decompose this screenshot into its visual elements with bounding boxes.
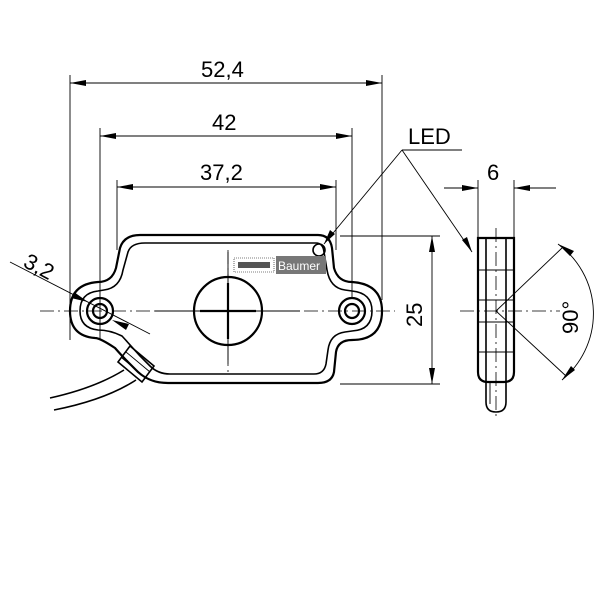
body-width-label: 37,2: [200, 160, 243, 185]
right-mounting-hole: [343, 302, 361, 320]
dimension-angle: 90°: [495, 243, 594, 381]
height-label: 25: [402, 303, 427, 327]
cable: [49, 369, 125, 399]
lens-target: [155, 252, 300, 364]
dimension-overall-width: 52,4: [70, 57, 382, 86]
side-body-outline: [476, 236, 516, 384]
brand-logo-text: Baumer: [278, 259, 320, 273]
sensor-body-outline: [68, 233, 384, 385]
angle-label: 90°: [558, 301, 583, 334]
cable-gland: [116, 344, 156, 384]
front-view: Baumer 52,4 42: [9, 57, 440, 411]
dimension-thickness: 6: [444, 160, 556, 238]
thickness-label: 6: [487, 160, 499, 185]
hole-spacing-label: 42: [212, 110, 236, 135]
hole-diameter-label: 3,2: [20, 248, 59, 284]
dimension-height: 25: [340, 235, 440, 385]
dimension-body-width: 37,2: [117, 160, 336, 190]
side-view: 6 90°: [444, 160, 594, 420]
dimension-hole-diameter: 3,2: [9, 248, 151, 335]
dimension-hole-spacing: 42: [100, 110, 352, 139]
led-callout: LED: [323, 124, 473, 253]
brand-logo: Baumer: [233, 256, 326, 274]
led-label: LED: [408, 124, 451, 149]
overall-width-label: 52,4: [201, 57, 244, 82]
cable-edge: [53, 379, 137, 411]
side-cable: [485, 382, 507, 413]
